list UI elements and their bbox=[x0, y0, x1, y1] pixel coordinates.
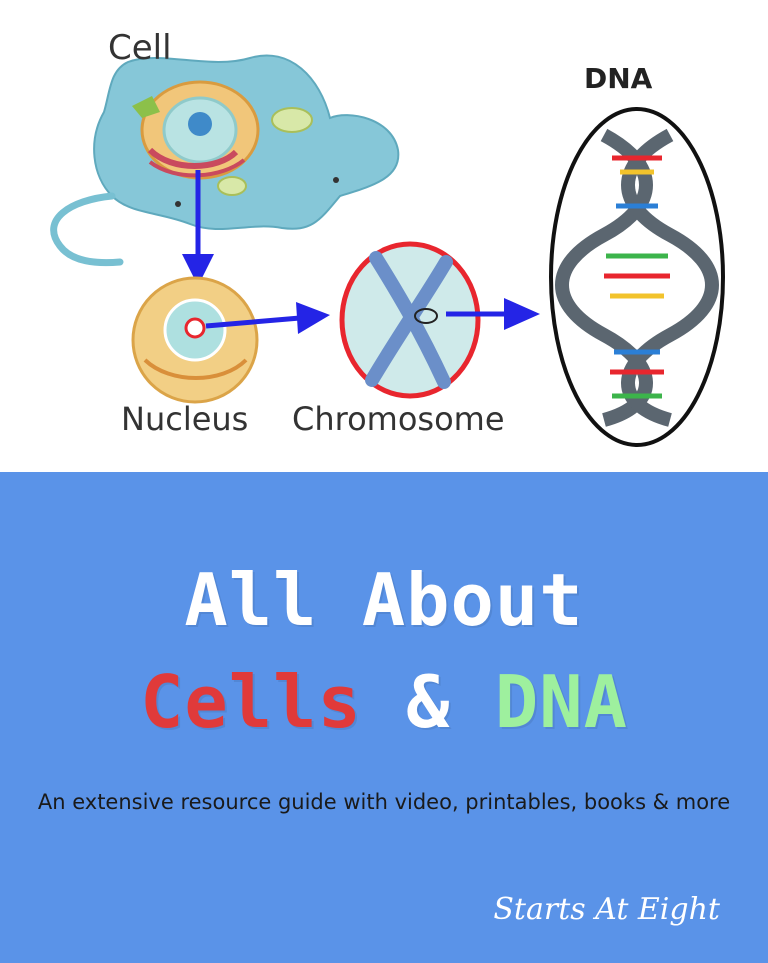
title-cells-word: Cells bbox=[140, 660, 362, 744]
arrow-nucleus-to-chromosome bbox=[205, 302, 330, 334]
title-line-1: All About bbox=[184, 558, 584, 642]
arrow-cell-to-nucleus bbox=[182, 170, 214, 286]
brand-watermark: Starts At Eight bbox=[493, 892, 720, 927]
arrow-chromosome-to-dna bbox=[446, 298, 540, 330]
title-dna-word: DNA bbox=[494, 660, 628, 744]
nucleus-illustration bbox=[131, 276, 259, 404]
subtitle: An extensive resource guide with video, … bbox=[37, 790, 731, 814]
cell-to-dna-diagram: Cell DNA Nucleus Chromosome bbox=[0, 0, 768, 472]
dna-label: DNA bbox=[584, 62, 653, 95]
nucleus-label: Nucleus bbox=[121, 400, 249, 438]
title-ampersand: & bbox=[406, 660, 451, 744]
dna-illustration bbox=[549, 107, 725, 447]
cell-illustration bbox=[50, 54, 400, 267]
cell-label: Cell bbox=[108, 28, 172, 68]
diagram-graphics bbox=[50, 54, 725, 447]
title-banner: All About Cells & DNA An extensive resou… bbox=[0, 472, 768, 963]
title-line-2: Cells & DNA bbox=[0, 660, 768, 744]
chromosome-label: Chromosome bbox=[292, 400, 505, 438]
chromosome-illustration bbox=[339, 241, 481, 399]
